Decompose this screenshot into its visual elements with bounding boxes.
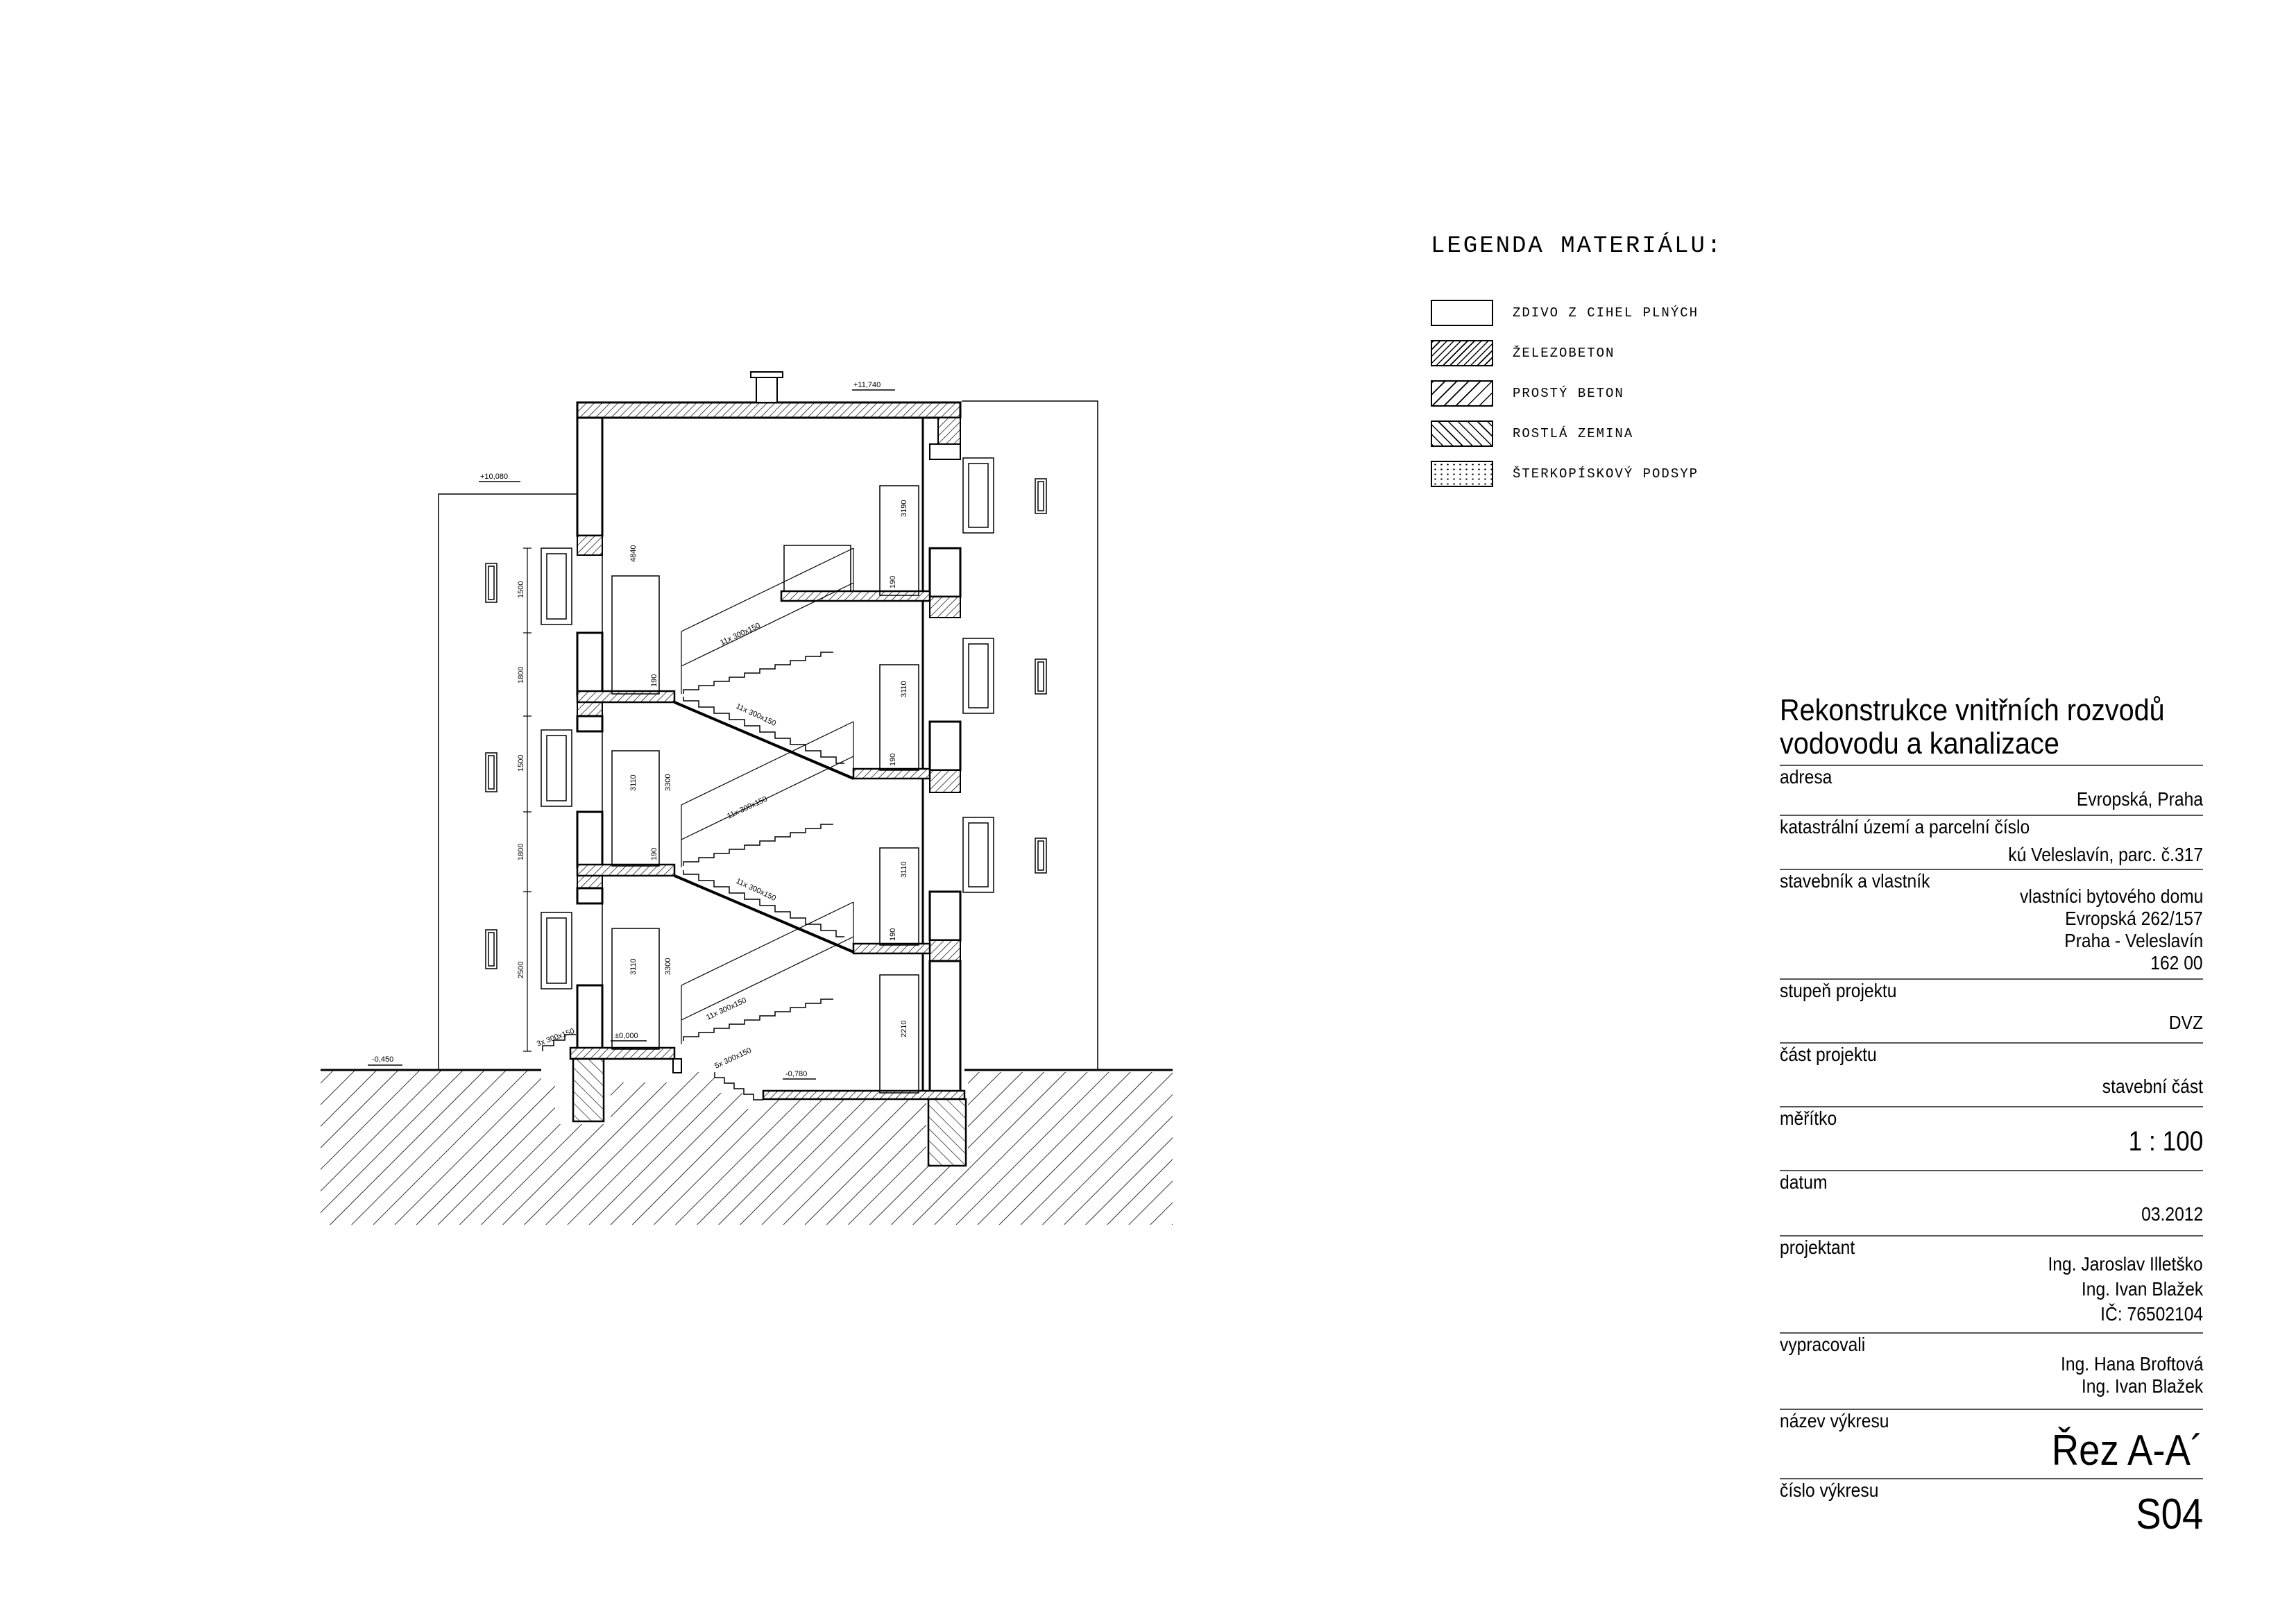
dim-left-2: 1800 — [517, 667, 525, 683]
dim-f2: 3110 — [629, 958, 638, 975]
drawn-line-1: Ing. Hana Broftová — [2060, 1353, 2203, 1375]
divider — [1780, 1478, 2203, 1479]
dim-right-4: 2210 — [900, 1021, 908, 1037]
part-value: stavební část — [2102, 1076, 2203, 1097]
scale-value: 1 : 100 — [2128, 1126, 2203, 1157]
legend-swatch-brick — [1431, 300, 1493, 326]
divider — [1780, 978, 2203, 980]
project-title-1: Rekonstrukce vnitřních rozvodů — [1780, 693, 2165, 727]
main-section — [368, 371, 967, 1167]
drawn-label: vypracovali — [1780, 1334, 1866, 1355]
date-value: 03.2012 — [2141, 1203, 2203, 1225]
stage-value: DVZ — [2168, 1012, 2203, 1033]
level-basement: -0,780 — [785, 1070, 807, 1078]
owner-line-3: Praha - Veleslavín — [2064, 930, 2203, 951]
slab-dim-2: 190 — [650, 848, 658, 860]
designer-line-2: Ing. Ivan Blažek — [2081, 1278, 2203, 1300]
divider — [1780, 1409, 2203, 1410]
legend-title: LEGENDA MATERIÁLU: — [1431, 233, 1724, 260]
owner-line-2: Evropská 262/157 — [2065, 908, 2203, 929]
owner-line-4: 162 00 — [2150, 952, 2203, 974]
cadastre-label: katastrální území a parcelní číslo — [1780, 816, 2030, 838]
soil-area — [321, 1069, 1173, 1225]
dim-left-4: 1800 — [517, 844, 525, 860]
level-terrain: -0,450 — [372, 1055, 393, 1064]
level-top: +11,740 — [853, 381, 881, 389]
owner-label: stavebník a vlastník — [1780, 870, 1930, 892]
level-ground: ±0,000 — [615, 1032, 638, 1040]
legend-label: ŽELEZOBETON — [1513, 346, 1615, 361]
legend-label: PROSTÝ BETON — [1513, 386, 1624, 401]
owner-line-1: vlastníci bytového domu — [2019, 885, 2203, 907]
divider — [1780, 815, 2203, 816]
stair-c: 11x 300x150 — [726, 795, 768, 821]
legend-label: ZDIVO Z CIHEL PLNÝCH — [1513, 305, 1699, 321]
divider — [1780, 1235, 2203, 1237]
address-value: Evropská, Praha — [2076, 788, 2203, 810]
legend-swatch-rc — [1431, 340, 1493, 366]
divider — [1780, 1106, 2203, 1107]
slab-dim-4: 190 — [889, 754, 897, 766]
level-labels: +11,740 +10,080 -0,450 ±0,000 -0,780 — [372, 381, 881, 1078]
address-label: adresa — [1780, 766, 1832, 788]
date-label: datum — [1780, 1171, 1828, 1193]
stair-labels: 11x 300x150 11x 300x150 11x 300x150 11x … — [536, 622, 777, 1071]
slab-dim-1: 190 — [650, 674, 658, 687]
scale-label: měřítko — [1780, 1107, 1837, 1129]
designer-line-3: IČ: 76502104 — [2100, 1303, 2203, 1325]
neighbour-building-left — [438, 493, 577, 1070]
divider — [1780, 1170, 2203, 1171]
project-title-2: vodovodu a kanalizace — [1780, 726, 2059, 760]
legend-swatch-soil — [1431, 420, 1493, 447]
stair-b: 11x 300x150 — [735, 702, 777, 728]
divider — [1780, 1042, 2203, 1044]
legend-label: ŠTERKOPÍSKOVÝ PODSYP — [1513, 466, 1699, 482]
designer-line-1: Ing. Jaroslav Illetško — [2048, 1253, 2203, 1275]
legend-swatch-concrete — [1431, 380, 1493, 407]
part-label: část projektu — [1780, 1044, 1877, 1065]
slab-dim-5: 190 — [889, 928, 897, 941]
divider — [1780, 765, 2203, 766]
dim-left-3: 1500 — [517, 755, 525, 772]
dim-f3b: 3300 — [664, 774, 672, 791]
stair-e: 11x 300x150 — [705, 996, 747, 1022]
drawn-line-2: Ing. Ivan Blažek — [2081, 1375, 2203, 1397]
cadastre-value: kú Veleslavín, parc. č.317 — [2008, 844, 2203, 865]
drawing-name-value: Řez A-A´ — [2051, 1427, 2203, 1475]
designer-label: projektant — [1780, 1237, 1855, 1258]
divider — [1780, 869, 2203, 870]
neighbour-building-right — [962, 400, 1098, 1070]
divider — [1780, 1332, 2203, 1334]
legend-label: ROSTLÁ ZEMINA — [1513, 426, 1634, 441]
slab-dim-3: 190 — [889, 576, 897, 588]
stage-label: stupeň projektu — [1780, 980, 1897, 1001]
drawing-no-value: S04 — [2135, 1490, 2203, 1538]
drawing-name-label: název výkresu — [1780, 1410, 1889, 1431]
dim-right-3: 3110 — [900, 861, 908, 878]
dim-upper: 4840 — [629, 545, 638, 562]
stair-lower: 5x 300x150 — [713, 1046, 753, 1071]
drawing-no-label: číslo výkresu — [1780, 1479, 1879, 1501]
dimension-labels: 1500 1800 1500 1800 2500 4840 3110 3300 … — [517, 500, 908, 1037]
legend-swatch-gravel — [1431, 461, 1493, 487]
dim-right-top: 3190 — [900, 500, 908, 517]
dim-right-2: 3110 — [900, 681, 908, 697]
dim-left-5: 2500 — [517, 962, 525, 978]
stair-a: 11x 300x150 — [719, 622, 761, 647]
stair-entry: 3x 300x150 — [536, 1027, 576, 1048]
dim-f3: 3110 — [629, 774, 638, 791]
dim-f2b: 3300 — [664, 958, 672, 975]
dim-left-1: 1500 — [517, 581, 525, 598]
level-roof-left: +10,080 — [480, 473, 508, 481]
